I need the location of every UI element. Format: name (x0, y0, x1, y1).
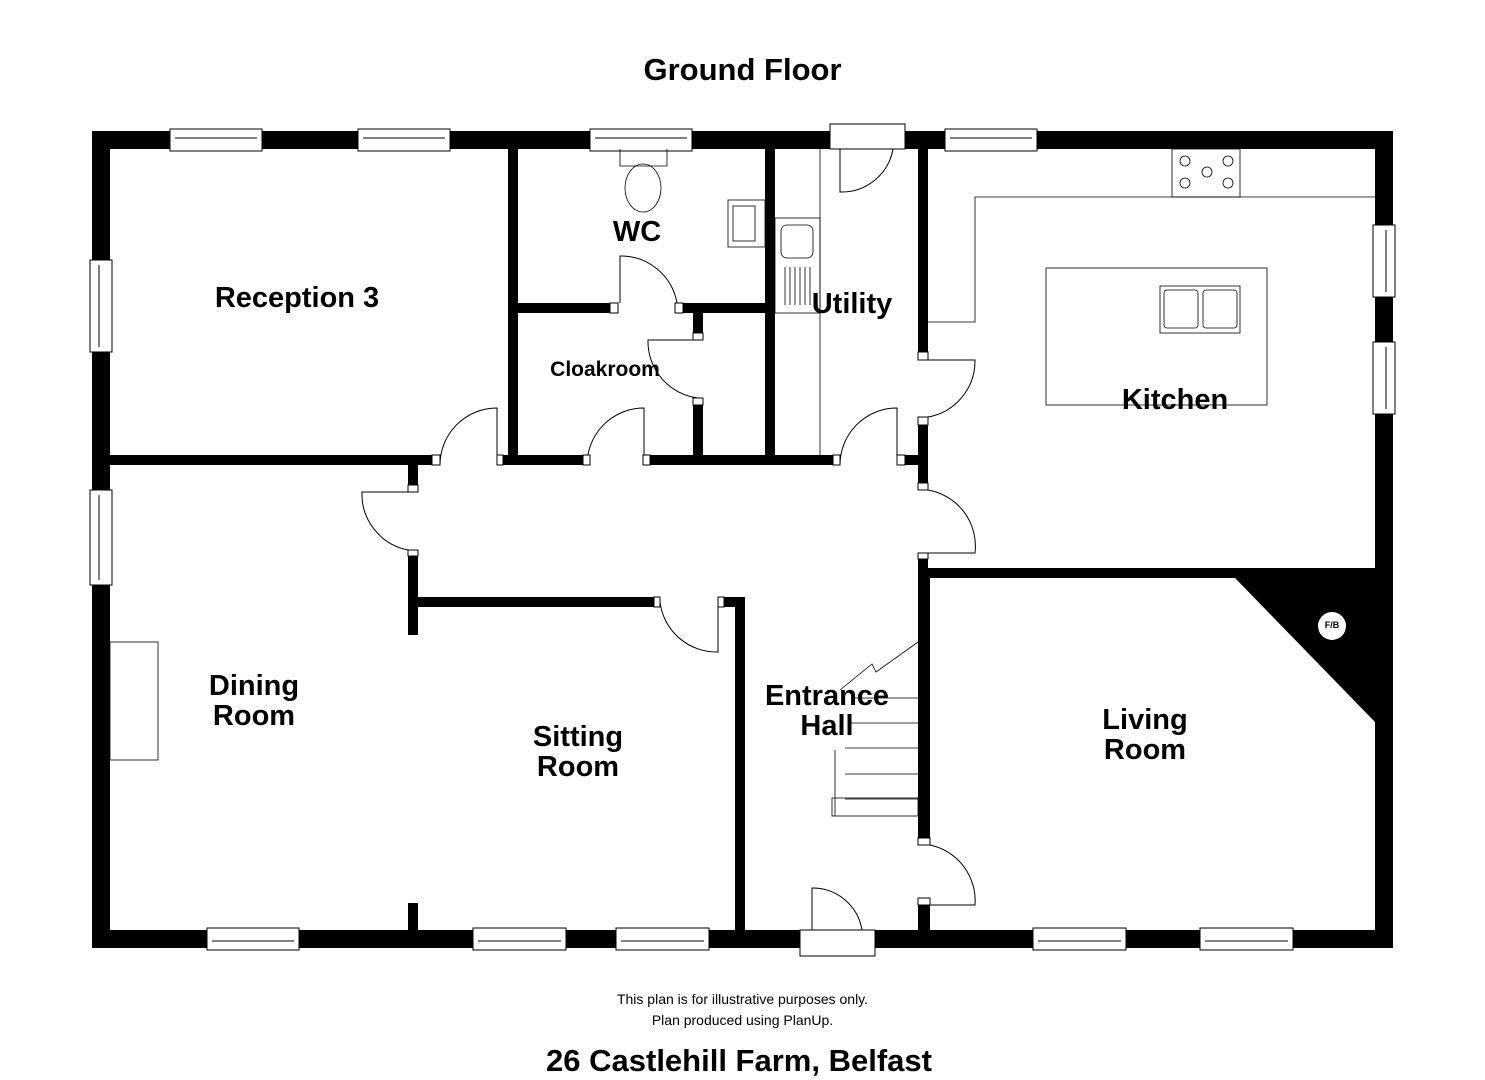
fireplace-block (1235, 578, 1375, 722)
living-line2: Room (1103, 734, 1187, 766)
hall-line2: Hall (800, 710, 854, 742)
room-label-wc: WC (612, 216, 662, 248)
fb-label: F/B (1324, 620, 1340, 630)
fireplace-badge (1318, 612, 1346, 640)
room-label-dining-room: Dining Room (174, 671, 334, 731)
room-label-cloakroom: Cloakroom (550, 358, 660, 381)
fixtures (109, 148, 1375, 817)
property-address: 26 Castlehill Farm, Belfast (546, 1043, 932, 1078)
room-label-reception-3: Reception 3 (214, 282, 380, 314)
hall-line1: Entrance (764, 680, 890, 712)
room-label-entrance-hall: Entrance Hall (747, 681, 907, 741)
windows (89, 128, 1396, 951)
room-label-kitchen: Kitchen (1121, 384, 1229, 416)
room-label-sitting-room: Sitting Room (498, 722, 658, 782)
floor-title: Ground Floor (643, 52, 842, 87)
dining-line1: Dining (208, 670, 300, 702)
dining-line2: Room (212, 700, 296, 732)
disclaimer-line1: This plan is for illustrative purposes o… (616, 991, 869, 1007)
disclaimer-line2: Plan produced using PlanUp. (651, 1012, 834, 1028)
walls (92, 131, 1393, 948)
doors (361, 123, 976, 957)
disclaimer: This plan is for illustrative purposes o… (0, 989, 1485, 1031)
sitting-line1: Sitting (532, 721, 624, 753)
room-label-living-room: Living Room (1065, 705, 1225, 765)
sitting-line2: Room (536, 751, 620, 783)
living-line1: Living (1102, 704, 1188, 736)
room-label-utility: Utility (811, 288, 893, 320)
